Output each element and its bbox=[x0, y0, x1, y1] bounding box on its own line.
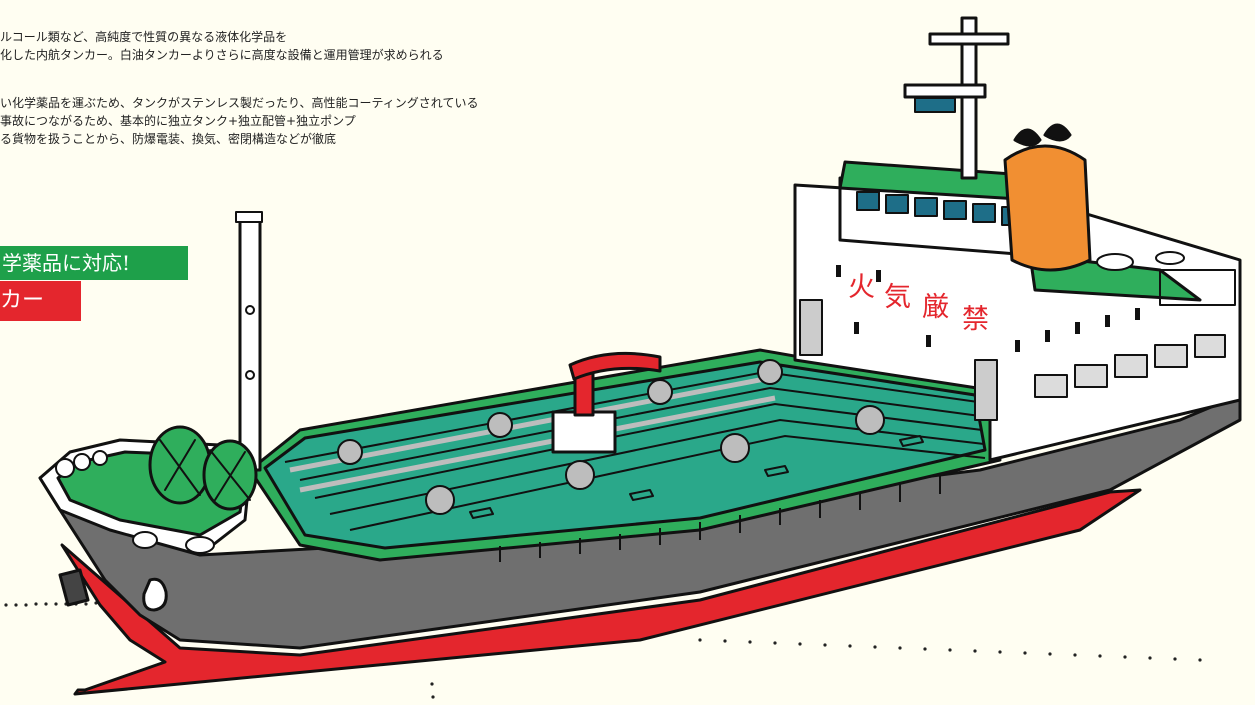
cabin-windows bbox=[1034, 334, 1226, 398]
funnel-top bbox=[1013, 123, 1072, 147]
chemical-support-tag: 学薬品に対応! bbox=[0, 246, 188, 280]
side-door bbox=[799, 299, 823, 356]
intro-text: ルコール類など、高純度で性質の異なる液体化学品を 化した内航タンカー。白油タンカ… bbox=[0, 28, 444, 64]
feature-line: 事故につながるため、基本的に独立タンク+独立配管+独立ポンプ bbox=[0, 114, 356, 128]
fore-mast bbox=[238, 213, 262, 472]
tanker-type-tag: カー bbox=[0, 281, 81, 321]
vent bbox=[1096, 253, 1134, 271]
intro-line: ルコール類など、高純度で性質の異なる液体化学品を bbox=[0, 30, 288, 44]
hull-ribs bbox=[499, 476, 941, 562]
warning-sign-char: 火 bbox=[848, 272, 875, 303]
crane-base bbox=[551, 410, 617, 454]
hull-red-bottom bbox=[60, 488, 1142, 696]
hatch bbox=[764, 465, 789, 477]
feature-line: る貨物を扱うことから、防爆電装、換気、密閉構造などが徹底 bbox=[0, 132, 337, 146]
deck-railing bbox=[1159, 269, 1236, 306]
fore-mast-cap bbox=[235, 211, 263, 223]
warning-sign-char: 厳 bbox=[922, 292, 949, 323]
intro-line: 化した内航タンカー。白油タンカーよりさらに高度な設備と運用管理が求められる bbox=[0, 48, 444, 62]
mast-ring bbox=[245, 305, 255, 315]
windlass bbox=[148, 425, 258, 511]
crane-boom bbox=[568, 351, 662, 381]
anchor-hole bbox=[142, 577, 168, 612]
vent bbox=[1155, 251, 1185, 265]
portholes bbox=[836, 265, 1140, 352]
feature-list: い化学薬品を運ぶため、タンクがステンレス製だったり、高性能コーティングされている… bbox=[0, 94, 478, 148]
deck-valves bbox=[337, 359, 885, 515]
warning-sign-char: 禁 bbox=[962, 304, 989, 335]
feature-line: い化学薬品を運ぶため、タンクがステンレス製だったり、高性能コーティングされている bbox=[0, 96, 479, 110]
mast-ring bbox=[245, 370, 255, 380]
main-mast-yard bbox=[928, 32, 1010, 46]
warning-sign-char: 気 bbox=[884, 282, 911, 313]
hatch bbox=[469, 507, 494, 519]
funnel bbox=[1003, 144, 1092, 272]
side-door bbox=[974, 359, 998, 421]
hatch bbox=[899, 435, 924, 447]
radar-emitter bbox=[914, 97, 956, 113]
hatch bbox=[629, 489, 654, 501]
dotted-guides bbox=[4, 601, 1202, 699]
anchor bbox=[58, 568, 90, 607]
deck-rails bbox=[289, 375, 776, 493]
hawse-holes bbox=[55, 450, 215, 554]
radar-antenna bbox=[903, 83, 987, 99]
